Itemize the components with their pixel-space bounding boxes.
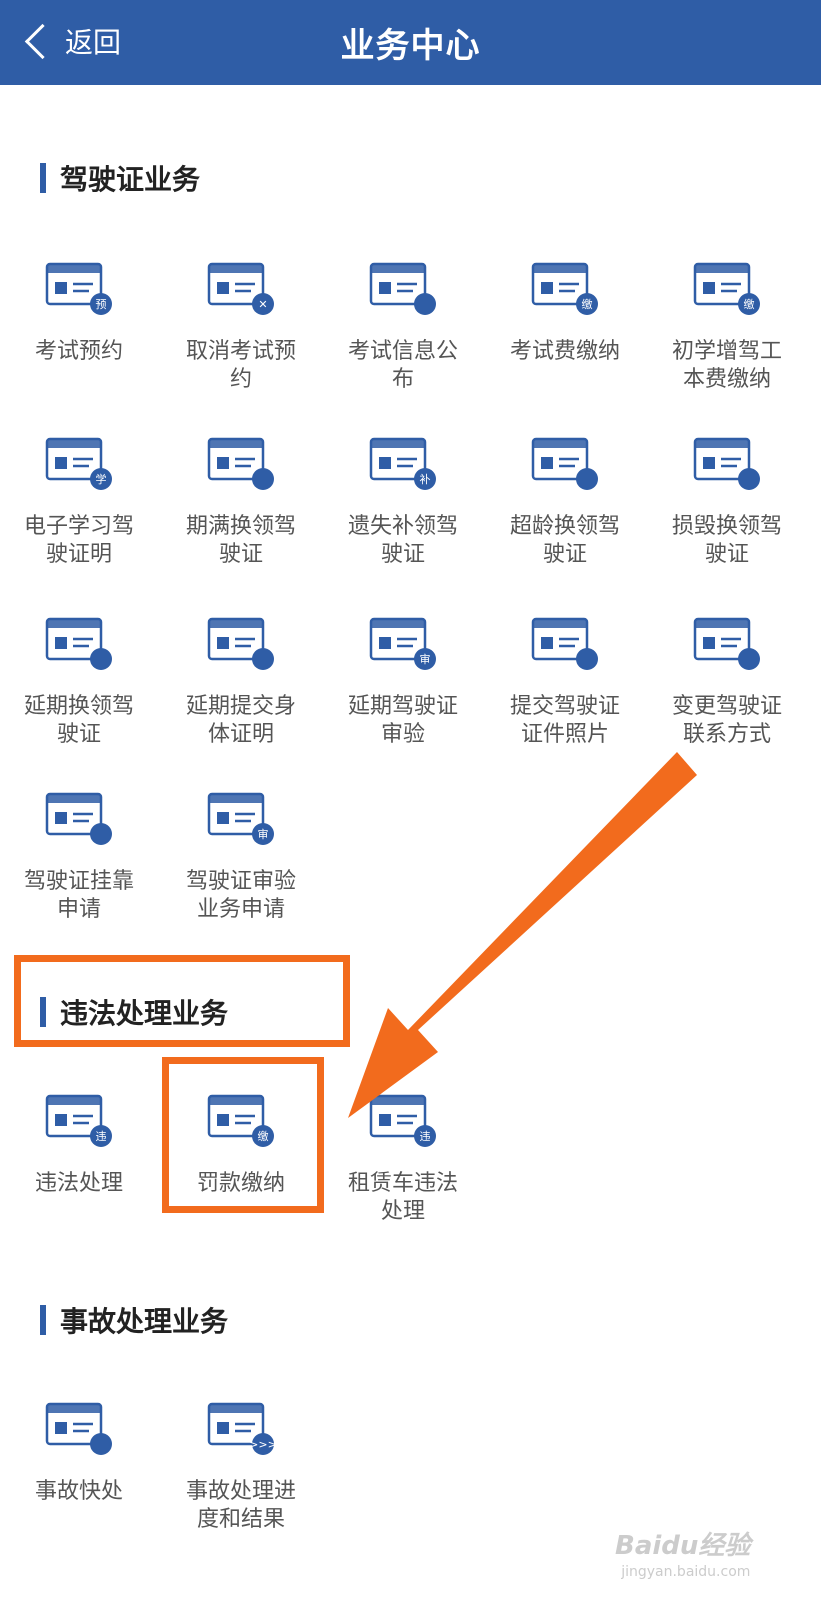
car-violation-icon: 违 bbox=[4, 1090, 154, 1156]
deferred-review-icon: 审 bbox=[328, 613, 478, 679]
service-label: 初学增驾工本费缴纳 bbox=[671, 339, 782, 392]
service-cancel-calendar[interactable]: ✕ 取消考试预约 bbox=[166, 258, 316, 394]
service-learner-certificate[interactable]: 学电子学习驾驶证明 bbox=[4, 433, 154, 569]
service-rental-car-violation[interactable]: 违租赁车违法处理 bbox=[328, 1090, 478, 1226]
service-label: 延期驾驶证审验 bbox=[347, 694, 458, 747]
icon-badge: 预 bbox=[96, 298, 107, 311]
service-label: 遗失补领驾驶证 bbox=[347, 514, 458, 567]
service-deferred-review[interactable]: 审延期驾驶证审验 bbox=[328, 613, 478, 749]
service-upload-photo[interactable]: 提交驾驶证证件照片 bbox=[490, 613, 640, 749]
icon-badge: 缴 bbox=[582, 297, 593, 311]
section-title-license: 驾驶证业务 bbox=[60, 163, 201, 196]
rental-car-violation-icon: 违 bbox=[328, 1090, 478, 1156]
service-label: 延期换领驾驶证 bbox=[23, 694, 134, 747]
section-title-violation: 违法处理业务 bbox=[60, 997, 229, 1030]
service-label: 期满换领驾驶证 bbox=[185, 514, 296, 567]
service-label: 租赁车违法处理 bbox=[347, 1171, 458, 1224]
accident-progress-icon: >>> bbox=[166, 1398, 316, 1464]
overage-renewal-icon bbox=[490, 433, 640, 499]
exam-appointment-icon: 预 bbox=[4, 258, 154, 324]
highlight-box-fine-payment bbox=[162, 1057, 324, 1213]
icon-badge: ✕ bbox=[258, 298, 267, 311]
accident-quick-icon bbox=[4, 1398, 154, 1464]
service-label: 超龄换领驾驶证 bbox=[509, 514, 620, 567]
section-marker bbox=[40, 997, 46, 1027]
service-label: 变更驾驶证联系方式 bbox=[671, 694, 782, 747]
service-exam-appointment[interactable]: 预考试预约 bbox=[4, 258, 154, 366]
exam-fee-card-icon: 缴 bbox=[490, 258, 640, 324]
review-application-icon: 审 bbox=[166, 788, 316, 854]
icon-badge: 补 bbox=[420, 473, 431, 486]
section-violation: 违法处理业务 bbox=[40, 992, 228, 1032]
cancel-calendar-icon: ✕ bbox=[166, 258, 316, 324]
service-label: 考试信息公布 bbox=[347, 339, 458, 392]
change-contact-icon bbox=[652, 613, 802, 679]
service-deferred-renewal[interactable]: 延期换领驾驶证 bbox=[4, 613, 154, 749]
damaged-license-icon bbox=[652, 433, 802, 499]
icon-badge: >>> bbox=[249, 1438, 277, 1451]
icon-badge: 审 bbox=[420, 652, 431, 666]
service-fine-payment[interactable]: 缴罚款缴纳 bbox=[166, 1090, 316, 1198]
fine-payment-icon: 缴 bbox=[166, 1090, 316, 1156]
service-exam-announcement[interactable]: 考试信息公布 bbox=[328, 258, 478, 394]
service-label: 罚款缴纳 bbox=[196, 1171, 285, 1196]
section-license: 驾驶证业务 bbox=[40, 158, 200, 198]
section-marker bbox=[40, 1305, 46, 1335]
service-label: 电子学习驾驶证明 bbox=[23, 514, 134, 567]
service-id-card-fee[interactable]: 缴初学增驾工本费缴纳 bbox=[652, 258, 802, 394]
service-change-contact[interactable]: 变更驾驶证联系方式 bbox=[652, 613, 802, 749]
service-label: 提交驾驶证证件照片 bbox=[509, 694, 620, 747]
service-license-replacement[interactable]: 补遗失补领驾驶证 bbox=[328, 433, 478, 569]
service-car-violation[interactable]: 违违法处理 bbox=[4, 1090, 154, 1198]
icon-badge: 学 bbox=[96, 472, 107, 486]
service-label: 损毁换领驾驶证 bbox=[671, 514, 782, 567]
service-accident-quick[interactable]: 事故快处 bbox=[4, 1398, 154, 1506]
top-nav-bar: 返回 业务中心 bbox=[0, 0, 821, 85]
icon-badge: 缴 bbox=[744, 297, 755, 311]
service-deferred-health-cert[interactable]: 延期提交身体证明 bbox=[166, 613, 316, 749]
service-exam-fee-card[interactable]: 缴考试费缴纳 bbox=[490, 258, 640, 366]
learner-certificate-icon: 学 bbox=[4, 433, 154, 499]
watermark-line1: Baidu经验 bbox=[615, 1531, 751, 1561]
affiliation-application-icon bbox=[4, 788, 154, 854]
back-button[interactable]: 返回 bbox=[22, 18, 121, 64]
icon-badge: 违 bbox=[420, 1130, 431, 1143]
section-accident: 事故处理业务 bbox=[40, 1300, 228, 1340]
deferred-health-cert-icon bbox=[166, 613, 316, 679]
service-damaged-license[interactable]: 损毁换领驾驶证 bbox=[652, 433, 802, 569]
service-label: 违法处理 bbox=[34, 1171, 123, 1196]
service-affiliation-application[interactable]: 驾驶证挂靠申请 bbox=[4, 788, 154, 924]
service-label: 延期提交身体证明 bbox=[185, 694, 296, 747]
service-label: 取消考试预约 bbox=[185, 339, 296, 392]
service-review-application[interactable]: 审驾驶证审验业务申请 bbox=[166, 788, 316, 924]
icon-badge: 审 bbox=[258, 827, 269, 841]
service-label: 考试费缴纳 bbox=[509, 339, 620, 364]
service-label: 驾驶证审验业务申请 bbox=[185, 869, 296, 922]
service-label: 驾驶证挂靠申请 bbox=[23, 869, 134, 922]
section-title-accident: 事故处理业务 bbox=[60, 1305, 229, 1338]
service-license-renewal[interactable]: 期满换领驾驶证 bbox=[166, 433, 316, 569]
highlight-box-violation-section bbox=[14, 955, 350, 1047]
page-title: 业务中心 bbox=[340, 26, 481, 66]
service-accident-progress[interactable]: >>> 事故处理进度和结果 bbox=[166, 1398, 316, 1534]
service-label: 考试预约 bbox=[34, 339, 123, 364]
deferred-renewal-icon bbox=[4, 613, 154, 679]
upload-photo-icon bbox=[490, 613, 640, 679]
service-label: 事故处理进度和结果 bbox=[185, 1479, 296, 1532]
section-marker bbox=[40, 163, 46, 193]
watermark-line2: jingyan.baidu.com bbox=[621, 1564, 751, 1580]
icon-badge: 违 bbox=[96, 1130, 107, 1143]
id-card-fee-icon: 缴 bbox=[652, 258, 802, 324]
service-overage-renewal[interactable]: 超龄换领驾驶证 bbox=[490, 433, 640, 569]
icon-badge: 缴 bbox=[258, 1129, 269, 1143]
license-replacement-icon: 补 bbox=[328, 433, 478, 499]
license-renewal-icon bbox=[166, 433, 316, 499]
exam-announcement-icon bbox=[328, 258, 478, 324]
back-label: 返回 bbox=[65, 26, 122, 59]
baidu-watermark: Baidu经验 jingyan.baidu.com bbox=[615, 1525, 750, 1580]
service-label: 事故快处 bbox=[34, 1479, 123, 1504]
